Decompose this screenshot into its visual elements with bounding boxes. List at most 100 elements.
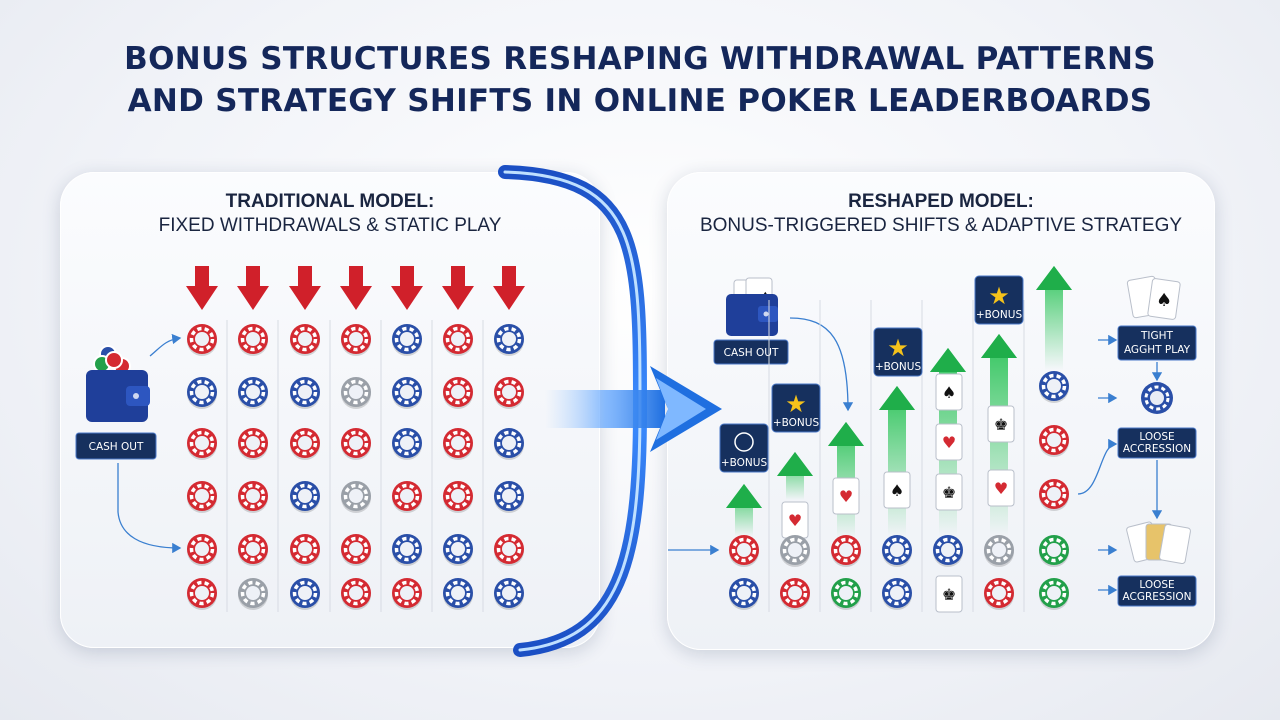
left-chip-grid xyxy=(186,266,525,612)
poker-chip xyxy=(1039,425,1069,457)
page-title: BONUS STRUCTURES RESHAPING WITHDRAWAL PA… xyxy=(0,38,1280,122)
down-arrow-icon xyxy=(289,266,321,310)
poker-chip xyxy=(290,534,320,566)
reshaped-model-subtitle: BONUS-TRIGGERED SHIFTS & ADAPTIVE STRATE… xyxy=(699,215,1183,236)
up-arrow-icon xyxy=(777,452,813,500)
poker-chip xyxy=(187,481,217,513)
playing-card-icon: ♠ xyxy=(883,471,911,509)
poker-chip xyxy=(187,578,217,610)
poker-chip xyxy=(933,535,963,567)
bonus-label: +BONUS xyxy=(976,309,1023,321)
poker-chip xyxy=(443,428,473,460)
poker-chip xyxy=(290,324,320,356)
svg-text:♠: ♠ xyxy=(890,481,904,500)
up-arrow-icon xyxy=(726,484,762,536)
poker-chip xyxy=(187,534,217,566)
poker-chip xyxy=(443,377,473,409)
cash-out-connector xyxy=(789,317,854,412)
poker-chip xyxy=(238,428,268,460)
poker-chip xyxy=(443,481,473,513)
playing-card-icon: ♠ xyxy=(935,373,963,411)
traditional-model-subtitle: FIXED WITHDRAWALS & STATIC PLAY xyxy=(158,215,502,236)
wallet-icon xyxy=(86,370,150,422)
poker-chip xyxy=(238,377,268,409)
star-icon: ★ xyxy=(785,390,807,418)
bonus-label: +BONUS xyxy=(875,361,922,373)
reshaped-model-heading: RESHAPED MODEL: BONUS-TRIGGERED SHIFTS &… xyxy=(667,190,1215,238)
poker-chip xyxy=(392,324,422,356)
reshaped-model-title: RESHAPED MODEL: xyxy=(848,191,1034,212)
poker-chip xyxy=(984,578,1014,610)
left-wallet xyxy=(86,345,150,422)
svg-text:♚: ♚ xyxy=(942,585,956,604)
svg-text:♚: ♚ xyxy=(994,415,1008,434)
playing-card-icon: ♠ xyxy=(1126,275,1181,320)
poker-chip xyxy=(882,535,912,567)
svg-text:♠: ♠ xyxy=(1156,290,1172,311)
loose-aggression-badge-2: LOOSE ACGRESSION xyxy=(1117,575,1197,607)
poker-chip xyxy=(187,428,217,460)
bonus-coin-icon xyxy=(734,432,754,452)
title-line-2: AND STRATEGY SHIFTS IN ONLINE POKER LEAD… xyxy=(127,83,1153,119)
playing-card-icon: ♚ xyxy=(935,575,963,613)
stacked-chips xyxy=(93,345,131,375)
poker-chip xyxy=(392,481,422,513)
poker-chip xyxy=(238,481,268,513)
playing-card-icon: ♥ xyxy=(987,469,1015,507)
poker-chip xyxy=(187,324,217,356)
poker-chip xyxy=(238,324,268,356)
playing-card-icon: ♥ xyxy=(781,501,809,539)
poker-chip xyxy=(494,534,524,566)
poker-chip xyxy=(780,535,810,567)
loose-aggression-badge-1: LOOSE ACCRESSION xyxy=(1117,427,1197,459)
poker-chip xyxy=(392,377,422,409)
poker-chip xyxy=(341,377,371,409)
poker-chip xyxy=(831,578,861,610)
down-arrow-icon xyxy=(186,266,218,310)
poker-chip xyxy=(290,428,320,460)
right-cash-out-label: CASH OUT xyxy=(724,347,779,359)
poker-chip xyxy=(494,377,524,409)
svg-text:♥: ♥ xyxy=(942,433,956,452)
poker-chip xyxy=(1039,578,1069,610)
strategy-label-4: ACCRESSION xyxy=(1123,443,1191,455)
left-cash-out-label: CASH OUT xyxy=(89,441,144,453)
playing-card-icon: ♥ xyxy=(832,477,860,515)
strategy-label-1: TIGHT xyxy=(1140,330,1174,342)
star-icon: ★ xyxy=(887,334,909,362)
curved-arrow-icon xyxy=(498,165,722,657)
left-cash-out-badge: CASH OUT xyxy=(75,432,157,460)
title-line-1: BONUS STRUCTURES RESHAPING WITHDRAWAL PA… xyxy=(124,41,1156,77)
bonus-badge: +BONUS xyxy=(719,423,769,473)
poker-chip xyxy=(1039,479,1069,511)
poker-chip xyxy=(729,578,759,610)
strategy-label-3: LOOSE xyxy=(1139,431,1174,443)
strategy-labels: TIGHT AGGHT PLAY LOOSE ACCRESSION LOOSE … xyxy=(1077,275,1197,607)
playing-card-icon: ♚ xyxy=(987,405,1015,443)
traditional-model-heading: TRADITIONAL MODEL: FIXED WITHDRAWALS & S… xyxy=(60,190,600,238)
poker-chip xyxy=(187,377,217,409)
poker-chip xyxy=(392,578,422,610)
svg-text:♥: ♥ xyxy=(788,511,802,530)
playing-card-icon: ♥ xyxy=(935,423,963,461)
bonus-badge: ★+BONUS xyxy=(873,327,923,377)
poker-chip xyxy=(494,428,524,460)
poker-chip xyxy=(290,377,320,409)
playing-card-icon: ♚ xyxy=(935,473,963,511)
down-arrow-icon xyxy=(493,266,525,310)
poker-chip xyxy=(392,534,422,566)
right-wallet: ♠ xyxy=(726,277,778,336)
bonus-label: +BONUS xyxy=(721,457,768,469)
poker-chip xyxy=(341,324,371,356)
bonus-badge: ★+BONUS xyxy=(974,275,1024,325)
strategy-label-6: ACGRESSION xyxy=(1123,591,1192,603)
strategy-label-2: AGGHT PLAY xyxy=(1124,344,1191,356)
poker-chip xyxy=(290,481,320,513)
tight-aggressive-badge: TIGHT AGGHT PLAY xyxy=(1117,325,1197,361)
poker-chip xyxy=(443,534,473,566)
svg-text:♠: ♠ xyxy=(942,383,956,402)
poker-chip xyxy=(831,535,861,567)
target-chip xyxy=(1141,382,1173,414)
down-arrow-icon xyxy=(442,266,474,310)
poker-chip xyxy=(1039,535,1069,567)
